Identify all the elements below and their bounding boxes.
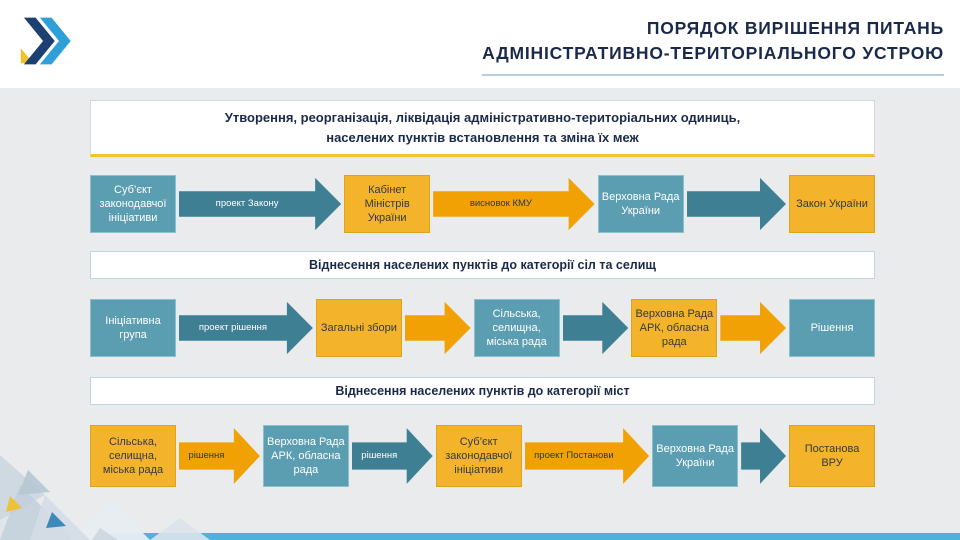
- flow-arrow-right-icon: [405, 299, 471, 357]
- flow-arrow-label: рішення: [361, 449, 398, 461]
- flow-node: Верховна Рада України: [597, 175, 684, 233]
- diagram-content: Утворення, реорганізація, ліквідація адм…: [0, 88, 960, 540]
- section3-banner: Віднесення населених пунктів до категорі…: [90, 377, 875, 405]
- flow-node: Ініціативна група: [90, 299, 176, 357]
- flow-node: Верховна Рада України: [652, 425, 739, 487]
- flow-node: Постанова ВРУ: [789, 425, 876, 487]
- title-underline: [482, 73, 944, 76]
- title-line-2: АДМІНІСТРАТИВНО-ТЕРИТОРІАЛЬНОГО УСТРОЮ: [482, 43, 944, 64]
- logo-chevrons-icon: [8, 8, 76, 76]
- flow-arrow-right-icon: [563, 299, 629, 357]
- flow-arrow-right-icon: рішення: [352, 425, 433, 487]
- section2-banner-text: Віднесення населених пунктів до категорі…: [309, 258, 656, 272]
- flow-arrow-right-icon: [741, 425, 786, 487]
- flow-arrow-label: проект Закону: [215, 197, 279, 209]
- flow-node: Верховна Рада АРК, обласна рада: [631, 299, 718, 357]
- flow-arrow-right-icon: проект рішення: [179, 299, 313, 357]
- section2-banner: Віднесення населених пунктів до категорі…: [90, 251, 875, 279]
- flow-node: Сільська, селищна, міська рада: [90, 425, 176, 487]
- section1-banner-line2: населених пунктів встановлення та зміна …: [326, 129, 639, 145]
- flow-arrow-right-icon: [687, 175, 786, 233]
- flow-arrow-right-icon: висновок КМУ: [433, 175, 594, 233]
- section1-banner: Утворення, реорганізація, ліквідація адм…: [90, 100, 875, 157]
- flow-node: Суб’єкт законодавчої ініціативи: [435, 425, 522, 487]
- header: ПОРЯДОК ВИРІШЕННЯ ПИТАНЬ АДМІНІСТРАТИВНО…: [0, 0, 960, 88]
- flow-node: Закон України: [788, 175, 875, 233]
- flow-arrow-right-icon: проект Постанови: [525, 425, 649, 487]
- section2-flow-row: Ініціативна група проект рішення Загальн…: [90, 299, 875, 357]
- flow-arrow-label: рішення: [188, 449, 225, 461]
- section3-flow-row: Сільська, селищна, міська рада рішення В…: [90, 425, 876, 487]
- title-line-1: ПОРЯДОК ВИРІШЕННЯ ПИТАНЬ: [646, 18, 944, 38]
- section1-flow-row: Суб’єкт законодавчої ініціативи проект З…: [90, 175, 875, 233]
- bottom-accent-bar: [110, 533, 960, 540]
- section3-banner-text: Віднесення населених пунктів до категорі…: [335, 384, 630, 398]
- flow-node: Суб’єкт законодавчої ініціативи: [90, 175, 176, 233]
- flow-arrow-right-icon: [720, 299, 786, 357]
- flow-node: Загальні збори: [315, 299, 402, 357]
- flow-node: Кабінет Міністрів України: [344, 175, 431, 233]
- flow-arrow-right-icon: проект Закону: [179, 175, 341, 233]
- flow-arrow-label: проект Постанови: [534, 449, 614, 461]
- page-title: ПОРЯДОК ВИРІШЕННЯ ПИТАНЬ АДМІНІСТРАТИВНО…: [482, 8, 944, 76]
- flow-arrow-label: висновок КМУ: [469, 197, 532, 209]
- flow-arrow-label: проект рішення: [198, 321, 268, 333]
- flow-node: Сільська, селищна, міська рада: [473, 299, 560, 357]
- section1-banner-line1: Утворення, реорганізація, ліквідація адм…: [224, 110, 741, 125]
- flow-arrow-right-icon: рішення: [179, 425, 260, 487]
- flow-node: Верховна Рада АРК, обласна рада: [262, 425, 349, 487]
- flow-node: Рішення: [789, 299, 875, 357]
